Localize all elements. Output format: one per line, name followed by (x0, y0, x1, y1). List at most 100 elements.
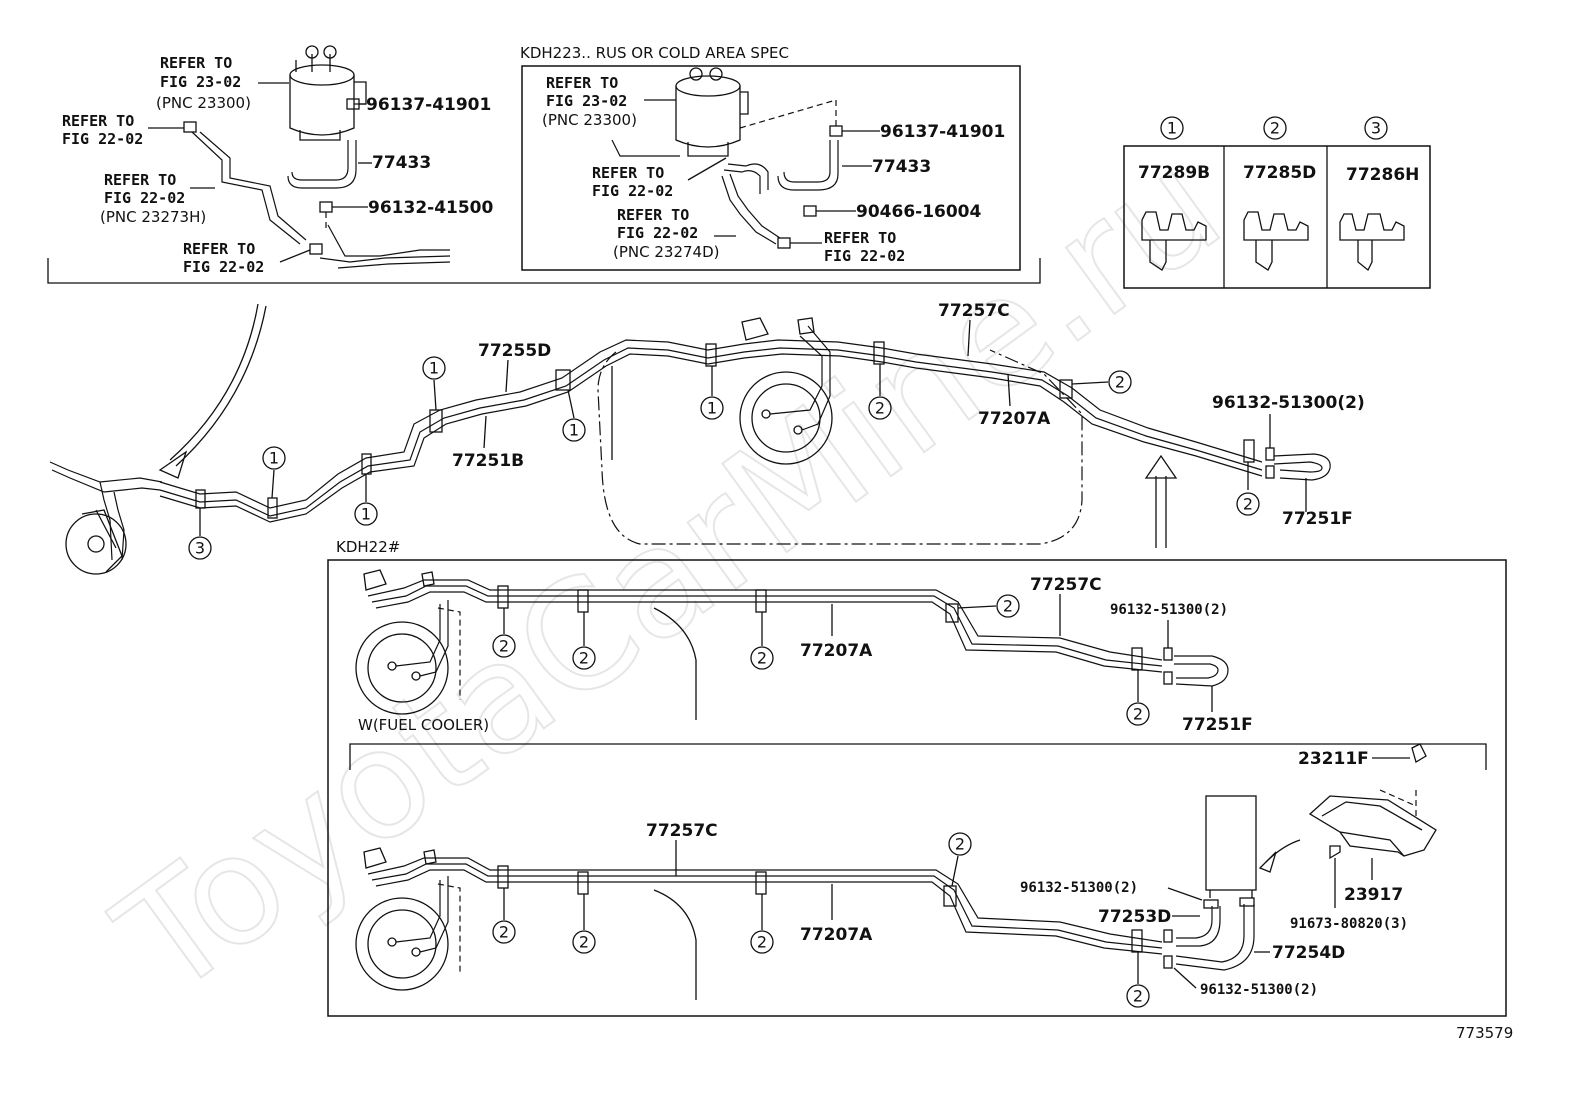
clamp-callout-2: 2 (948, 832, 972, 856)
up-arrow-icon (1144, 454, 1178, 548)
fuel-filter-icon (675, 67, 749, 157)
clamp-marker (577, 589, 589, 646)
clamp-callout-2: 2 (572, 930, 596, 954)
hose-icon (287, 140, 357, 189)
direction-arrow (175, 305, 267, 467)
clamp-marker (705, 343, 717, 396)
arrow (1265, 839, 1301, 863)
ref-label: REFER TO (592, 164, 664, 182)
clamp-marker (195, 489, 206, 536)
svg-text:2: 2 (1133, 705, 1143, 724)
ref-label: FIG 22-02 (824, 247, 905, 265)
svg-text:2: 2 (499, 637, 509, 656)
clamp-callout-2: 2 (1108, 370, 1132, 394)
variant-label: KDH22# (336, 538, 400, 556)
part-number: 77289B (1138, 163, 1210, 183)
part-number: 96132-51300(2) (1020, 880, 1138, 896)
clamp-callout-2: 2 (1126, 702, 1150, 726)
clamp-marker (577, 871, 589, 930)
variant-box (327, 559, 1507, 1017)
part-number: 96137-41901 (880, 122, 1005, 142)
clip-icon (777, 237, 791, 249)
ref-label: REFER TO (183, 240, 255, 258)
clamp-marker (555, 369, 575, 419)
clamp-marker (429, 379, 443, 433)
part-number: 90466-16004 (856, 202, 982, 222)
ref-label: (PNC 23273H) (100, 208, 206, 226)
fuel-filter-icon (289, 45, 367, 141)
svg-text:2: 2 (955, 835, 965, 854)
part-number: 77207A (978, 409, 1051, 429)
detail-box (521, 65, 1021, 271)
part-number: 77433 (372, 153, 431, 173)
svg-text:1: 1 (707, 399, 717, 418)
svg-text:1: 1 (361, 505, 371, 524)
svg-text:1: 1 (429, 359, 439, 378)
clamp-marker (943, 855, 959, 907)
clamp-key-label: 3 (1371, 119, 1381, 138)
svg-text:1: 1 (269, 449, 279, 468)
engine-pulley-icon (65, 509, 127, 575)
clamp-marker (267, 469, 278, 519)
clamp-callout-2: 2 (868, 396, 892, 420)
clamp-marker (497, 585, 509, 634)
svg-text:1: 1 (569, 421, 579, 440)
clamp-marker (945, 603, 997, 623)
ref-label: REFER TO (546, 74, 618, 92)
svg-text:2: 2 (1133, 987, 1143, 1006)
fuel-sender-icon (739, 317, 833, 465)
hose-icon (777, 140, 839, 191)
bolt-icon (1329, 845, 1341, 880)
filter-detail-standard: REFER TO FIG 23-02 (PNC 23300) 96137-419… (47, 45, 1041, 284)
clamp-marker (1059, 379, 1109, 399)
part-number: 77207A (800, 641, 873, 661)
ref-label: (PNC 23274D) (613, 243, 719, 261)
part-number: 96137-41901 (366, 95, 491, 115)
svg-text:2: 2 (757, 933, 767, 952)
clamp-callout-2: 2 (572, 646, 596, 670)
svg-text:2: 2 (1003, 597, 1013, 616)
clamp-icon (1243, 211, 1309, 271)
ref-label: FIG 23-02 (160, 73, 241, 91)
clamp-marker (755, 871, 767, 930)
part-number: 77254D (1272, 943, 1345, 963)
part-number: 77251B (452, 451, 524, 471)
ref-label: FIG 23-02 (546, 92, 627, 110)
sender-icon (355, 569, 449, 715)
part-number: 96132-51300(2) (1110, 602, 1228, 618)
part-number: 77257C (646, 821, 718, 841)
clip-icon (803, 205, 817, 217)
ref-label: REFER TO (104, 171, 176, 189)
clamp-callout-2: 2 (1126, 984, 1150, 1008)
ref-label: (PNC 23300) (542, 111, 637, 129)
part-number: 77433 (872, 157, 931, 177)
clamp-callout-2: 2 (750, 646, 774, 670)
ref-label: FIG 22-02 (617, 224, 698, 242)
variant-label: W(FUEL COOLER) (358, 716, 489, 734)
clamp-icon (1141, 211, 1207, 271)
part-number: 77257C (938, 301, 1010, 321)
ref-label: REFER TO (62, 112, 134, 130)
clamp-callout-2: 2 (1236, 492, 1260, 516)
part-number: 77285D (1243, 163, 1316, 183)
part-number: 96132-41500 (368, 198, 494, 218)
part-number: 91673-80820(3) (1290, 916, 1408, 932)
svg-text:2: 2 (499, 923, 509, 942)
clamp-callout-1: 1 (354, 502, 378, 526)
clamp-callout-2: 2 (492, 920, 516, 944)
clip-icon (346, 98, 366, 110)
clamp-marker (755, 589, 767, 646)
ref-label: (PNC 23300) (156, 94, 251, 112)
part-number: 77255D (478, 341, 551, 361)
clamp-icon (1339, 213, 1405, 272)
clamp-marker (361, 453, 372, 502)
clamp-marker (497, 865, 509, 920)
ref-label: FIG 22-02 (592, 182, 673, 200)
ref-label: FIG 22-02 (104, 189, 185, 207)
cooler-bracket-icon (1308, 789, 1437, 857)
sender-icon (355, 847, 449, 991)
svg-text:3: 3 (195, 539, 205, 558)
ref-label: FIG 22-02 (62, 130, 143, 148)
clamp-callout-1: 1 (262, 446, 286, 470)
